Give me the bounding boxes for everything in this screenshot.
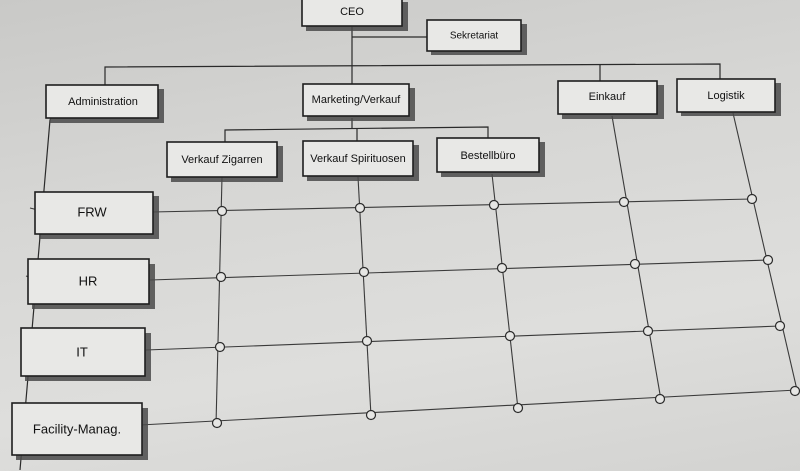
junction: [762, 254, 774, 266]
ceo-label: CEO: [340, 6, 364, 18]
secretariat-box: Sekretariat: [426, 19, 527, 55]
junction: [774, 320, 786, 332]
junction: [216, 205, 228, 217]
department-einkauf-box: Einkauf: [557, 80, 664, 119]
department-label: Einkauf: [589, 91, 627, 103]
department-administration-box: Administration: [45, 84, 164, 123]
junction: [211, 417, 223, 429]
junction: [354, 202, 366, 214]
department-label: Administration: [68, 96, 138, 108]
sales-unit-label: Verkauf Zigarren: [181, 154, 262, 166]
junction: [358, 266, 370, 278]
junction: [618, 196, 630, 208]
department-logistik-box: Logistik: [676, 78, 781, 116]
function-frw-box: FRW: [34, 191, 159, 239]
junction: [214, 341, 226, 353]
sales-unit-spirituosen-box: Verkauf Spirituosen: [302, 140, 419, 181]
department-label: Marketing/Verkauf: [312, 94, 402, 106]
matrix-junctions: [211, 193, 800, 429]
junction: [496, 262, 508, 274]
matrix-grid: [18, 112, 798, 426]
ceo-box: CEO: [301, 0, 408, 31]
junction: [488, 199, 500, 211]
sales-unit-label: Bestellbüro: [460, 150, 515, 162]
junction: [504, 330, 516, 342]
junction: [654, 393, 666, 405]
junction: [215, 271, 227, 283]
function-label: IT: [76, 344, 88, 359]
sales-unit-zigarren-box: Verkauf Zigarren: [166, 141, 283, 182]
junction: [512, 402, 524, 414]
function-it-box: IT: [20, 327, 151, 381]
function-hr-box: HR: [27, 258, 155, 309]
junction: [789, 385, 800, 397]
junction: [361, 335, 373, 347]
sales-unit-bestellbuero-box: Bestellbüro: [436, 137, 545, 177]
function-label: HR: [79, 273, 98, 288]
function-facility-box: Facility-Manag.: [11, 402, 148, 460]
junction: [629, 258, 641, 270]
sales-unit-label: Verkauf Spirituosen: [310, 153, 405, 165]
department-label: Logistik: [707, 90, 745, 102]
junction: [746, 193, 758, 205]
junction: [642, 325, 654, 337]
function-label: Facility-Manag.: [33, 421, 121, 436]
department-marketing-box: Marketing/Verkauf: [302, 83, 415, 121]
function-label: FRW: [77, 204, 107, 219]
secretariat-label: Sekretariat: [450, 31, 499, 42]
junction: [365, 409, 377, 421]
